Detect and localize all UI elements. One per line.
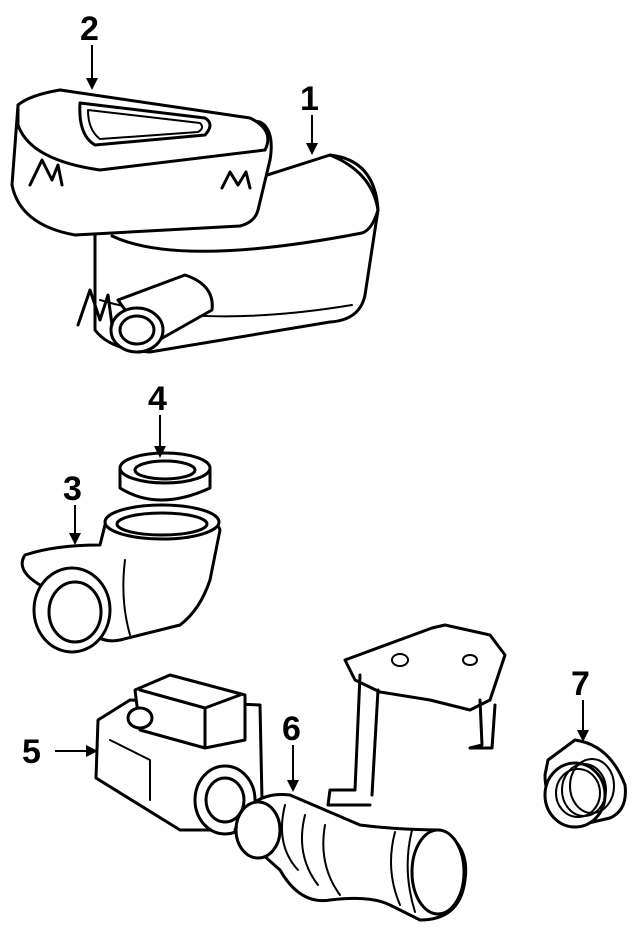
- callout-2: 2: [80, 10, 99, 48]
- part-6-intake-hose[interactable]: [233, 792, 468, 922]
- part-2-air-cleaner-cover[interactable]: [10, 88, 273, 237]
- callout-arrows: [55, 45, 589, 792]
- part-4-seal-ring[interactable]: [118, 451, 212, 502]
- part-5-mass-airflow-sensor[interactable]: [94, 673, 264, 836]
- callout-1: 1: [300, 80, 319, 118]
- part-1-air-cleaner-housing[interactable]: [76, 153, 380, 354]
- callout-6: 6: [282, 710, 301, 748]
- part-7-coupler[interactable]: [543, 738, 627, 829]
- callout-7: 7: [571, 665, 590, 703]
- callout-3: 3: [63, 470, 82, 508]
- part-3-elbow-duct[interactable]: [20, 503, 222, 654]
- callout-4: 4: [148, 380, 167, 418]
- mounting-bracket[interactable]: [326, 623, 507, 807]
- callout-5: 5: [22, 733, 41, 771]
